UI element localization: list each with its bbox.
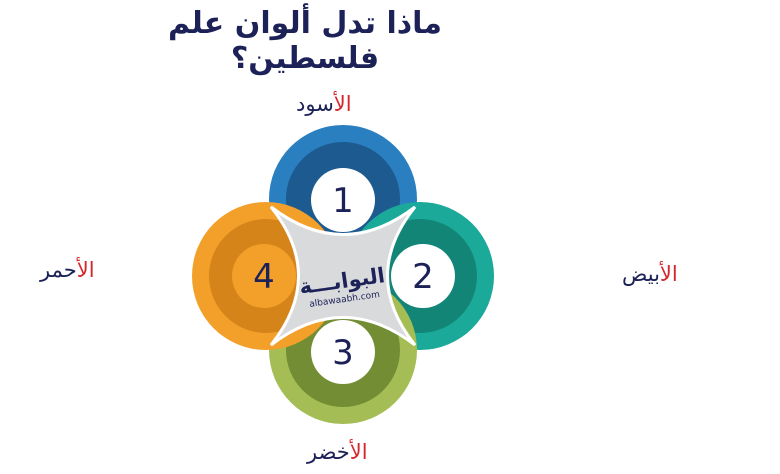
number-1: 1 <box>332 181 354 221</box>
label-white: الأبيض <box>622 262 678 286</box>
number-disc-1 <box>311 168 375 232</box>
label-green-prefix: ال <box>349 440 368 464</box>
label-white-rest: أبيض <box>622 262 660 286</box>
label-red-prefix: ال <box>76 258 95 282</box>
number-disc-3 <box>311 320 375 384</box>
label-black-rest: أسود <box>296 92 334 116</box>
page-title: ماذا تدل ألوان علم فلسطين؟ <box>168 6 442 76</box>
number-disc-2 <box>391 244 455 308</box>
label-green-rest: أخضر <box>307 440 350 464</box>
number-4: 4 <box>253 257 275 297</box>
number-2: 2 <box>412 257 434 297</box>
label-black: الأسود <box>296 92 352 116</box>
label-black-prefix: ال <box>333 92 352 116</box>
center-shape <box>269 205 417 347</box>
label-red: الأحمر <box>40 258 95 282</box>
label-green: الأخضر <box>307 440 368 464</box>
label-red-rest: أحمر <box>40 258 77 282</box>
number-3: 3 <box>332 333 354 373</box>
number-disc-4 <box>232 244 296 308</box>
label-white-prefix: ال <box>659 262 678 286</box>
